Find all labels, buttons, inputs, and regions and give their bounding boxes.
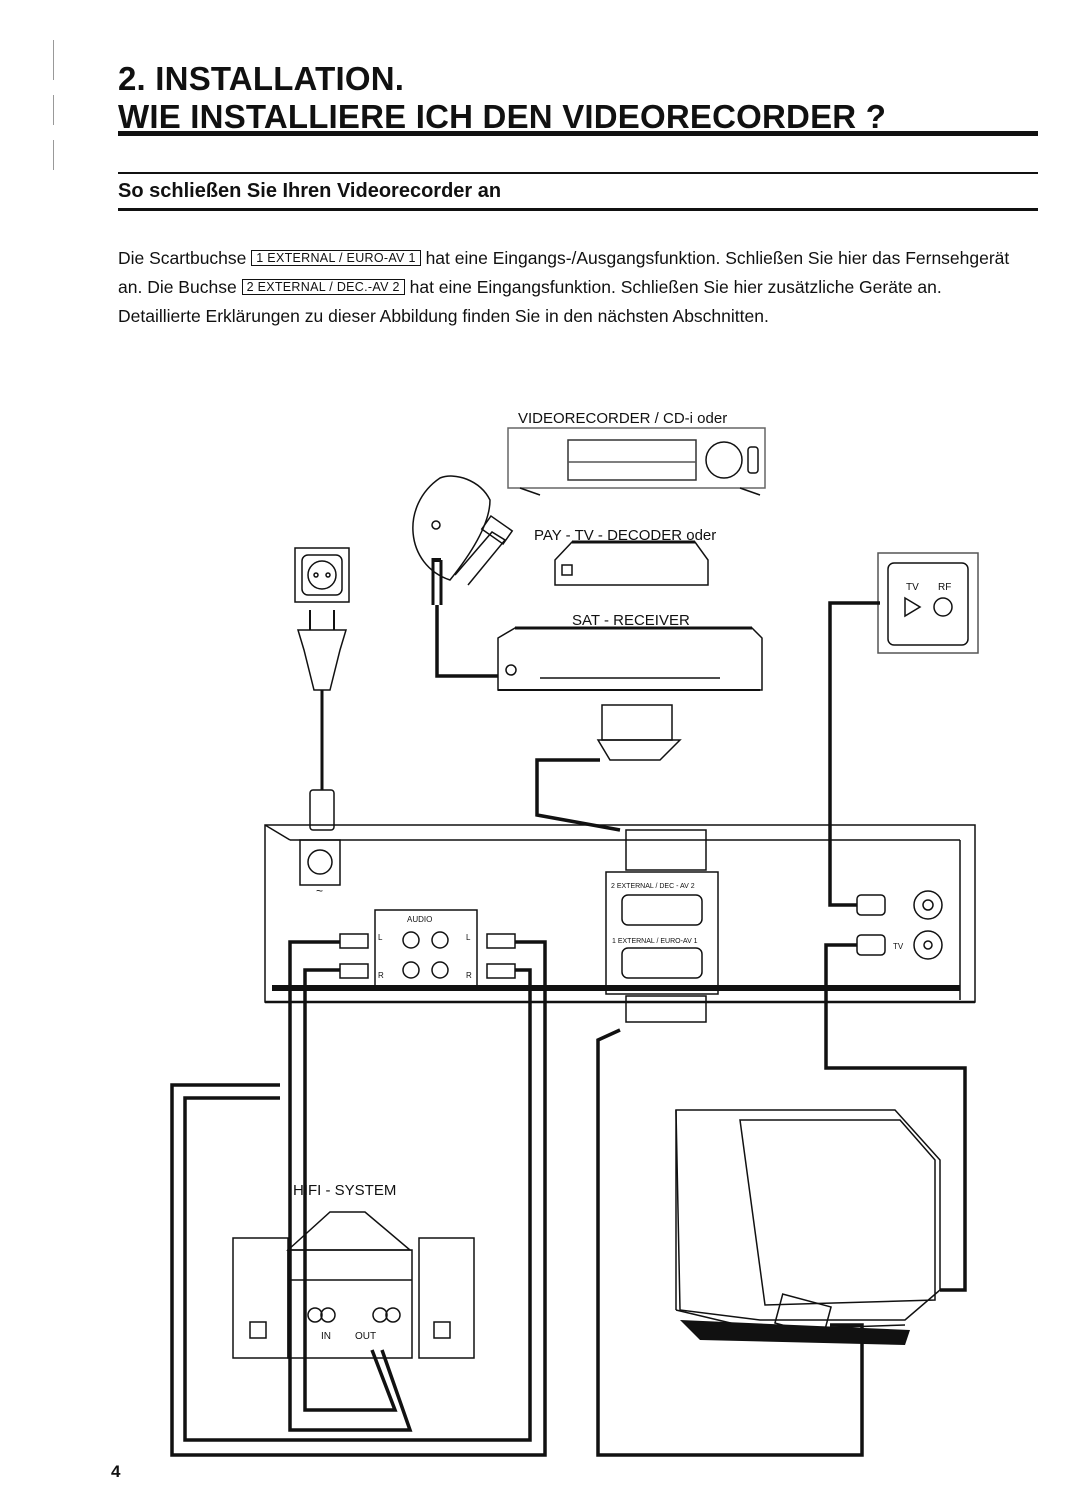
scart-plug-top	[596, 704, 682, 761]
hifi-system	[232, 1211, 475, 1359]
audio-label: AUDIO	[407, 915, 432, 924]
antenna-rf-label: RF	[938, 582, 951, 593]
heading-rule	[118, 131, 1038, 136]
antenna-tv-label: TV	[906, 582, 919, 593]
margin-mark	[53, 95, 54, 125]
mains-plug	[296, 610, 348, 831]
audio-in-r: R	[466, 971, 472, 980]
margin-mark	[53, 40, 54, 80]
scart2-boxed-label: 2 EXTERNAL / DEC.-AV 2	[241, 279, 405, 295]
section-rule-top	[118, 172, 1038, 174]
satellite-dish	[412, 475, 514, 605]
hifi-label: HIFI - SYSTEM	[293, 1182, 396, 1199]
intro-text: Die Scartbuchse 1 EXTERNAL / EURO-AV 1 h…	[118, 244, 1018, 331]
tv-socket-label: TV	[893, 942, 904, 951]
page-number: 4	[111, 1462, 121, 1481]
audio-in-l: L	[466, 933, 471, 942]
section-rule-bottom	[118, 208, 1038, 211]
margin-mark	[53, 140, 54, 170]
chapter-subtitle: WIE INSTALLIERE ICH DEN VIDEORECORDER ?	[118, 98, 887, 135]
tv-base-shadow	[680, 1320, 910, 1345]
antenna-outlet	[877, 552, 979, 654]
mains-symbol: ~	[316, 884, 323, 898]
vcr-rear-panel	[264, 824, 976, 1023]
cables	[170, 601, 967, 1457]
hifi-out-label: OUT	[355, 1331, 376, 1342]
scart1-boxed-label: 1 EXTERNAL / EURO-AV 1	[251, 250, 421, 266]
para-text: hat eine Eingangsfunktion. Schließen Sie…	[409, 277, 942, 297]
audio-out-r: R	[378, 971, 384, 980]
decoder-device	[554, 540, 709, 586]
vcr-label: VIDEORECORDER / CD-i oder	[518, 410, 727, 427]
vcr-device	[507, 427, 766, 496]
wall-socket	[294, 547, 350, 603]
section-heading: So schließen Sie Ihren Videorecorder an	[118, 180, 502, 202]
scart1-label: 1 EXTERNAL / EURO-AV 1	[612, 938, 698, 945]
chapter-title: 2. INSTALLATION.	[118, 60, 405, 97]
para-text: Die Scartbuchse	[118, 248, 247, 268]
sat-receiver	[497, 626, 763, 691]
panel-shadow	[272, 985, 960, 991]
television	[675, 1109, 941, 1337]
decoder-label: PAY - TV - DECODER oder	[534, 527, 716, 544]
audio-out-l: L	[378, 933, 383, 942]
scart2-label: 2 EXTERNAL / DEC - AV 2	[611, 883, 695, 890]
para-text: hat eine Eingangs-/Ausgangsfunktion. Sch…	[118, 248, 1010, 297]
sat-receiver-label: SAT - RECEIVER	[572, 612, 690, 629]
hifi-in-label: IN	[321, 1331, 331, 1342]
para-text: Detaillierte Erklärungen zu dieser Abbil…	[118, 306, 769, 326]
